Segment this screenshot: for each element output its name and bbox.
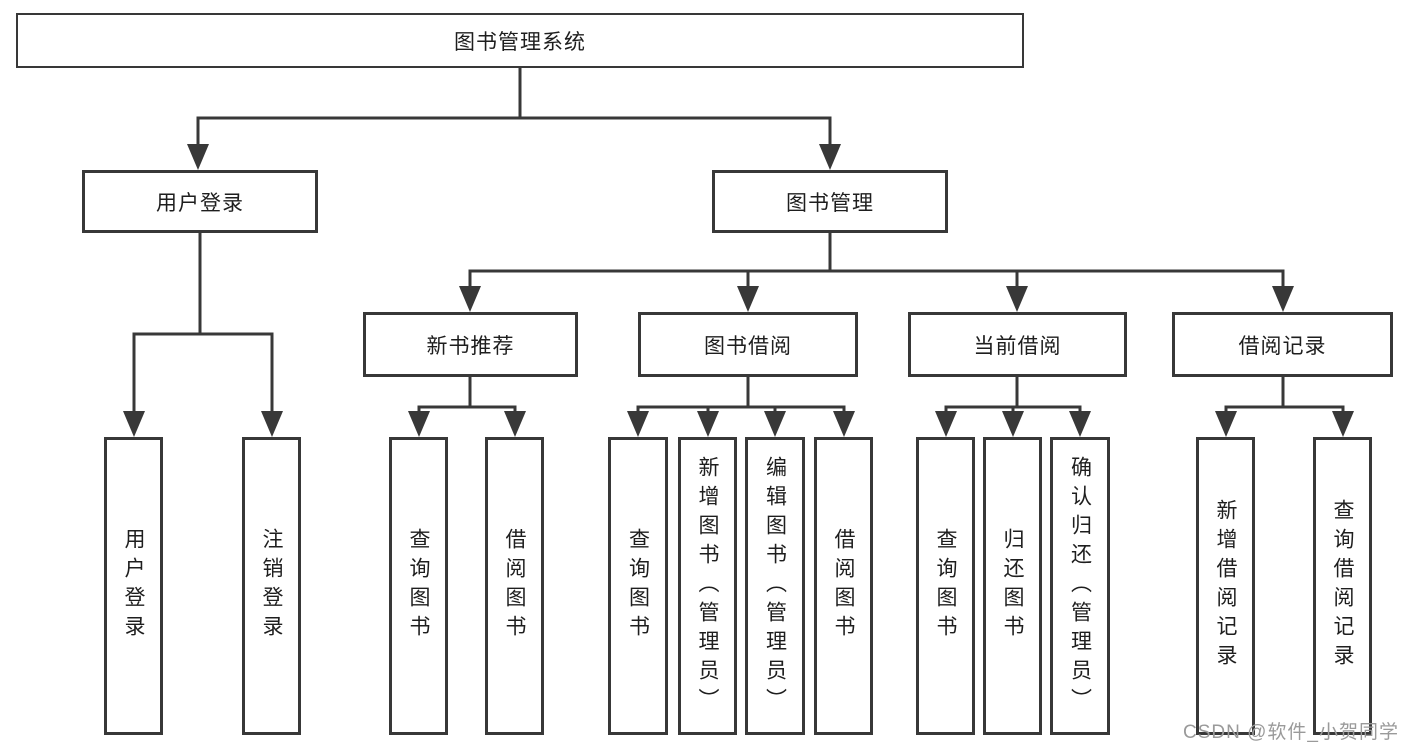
leaf-label: 编辑图书（管理员） — [763, 455, 787, 717]
leaf-label: 查询图书 — [407, 528, 430, 644]
node-book-borrow: 图书借阅 — [638, 312, 858, 377]
leaf-label: 注销登录 — [260, 528, 283, 644]
leaf-edit-book-admin: 编辑图书（管理员） — [745, 437, 805, 735]
leaf-borrow-book-2: 借阅图书 — [814, 437, 873, 735]
connector-current-borrow — [935, 377, 1091, 437]
leaf-label: 查询图书 — [934, 528, 957, 644]
node-label: 图书管理 — [786, 191, 874, 215]
node-label: 当前借阅 — [973, 334, 1062, 358]
leaf-label: 查询图书 — [626, 528, 650, 644]
node-borrow-record: 借阅记录 — [1172, 312, 1393, 377]
csdn-watermark: CSDN @软件_小贺同学 — [1183, 722, 1399, 743]
leaf-return-book: 归还图书 — [983, 437, 1042, 735]
node-user-login: 用户登录 — [82, 170, 318, 233]
leaf-label: 用户登录 — [122, 528, 145, 644]
leaf-query-book-1: 查询图书 — [389, 437, 448, 735]
leaf-label: 新增借阅记录 — [1214, 499, 1237, 673]
node-label: 新书推荐 — [426, 334, 515, 358]
node-book-management: 图书管理 — [712, 170, 948, 233]
leaf-add-borrow-record: 新增借阅记录 — [1196, 437, 1255, 735]
node-label: 借阅记录 — [1238, 334, 1327, 358]
connector-new-book-recommend — [408, 377, 526, 437]
node-label: 图书管理系统 — [454, 30, 586, 54]
leaf-borrow-book-1: 借阅图书 — [485, 437, 544, 735]
leaf-user-login: 用户登录 — [104, 437, 163, 735]
node-label: 用户登录 — [156, 191, 244, 215]
leaf-query-borrow-record: 查询借阅记录 — [1313, 437, 1372, 735]
connector-book-borrow — [627, 377, 855, 437]
node-current-borrow: 当前借阅 — [908, 312, 1127, 377]
node-label: 图书借阅 — [704, 334, 792, 358]
connector-user-login — [123, 233, 283, 437]
leaf-query-book-2: 查询图书 — [608, 437, 668, 735]
leaf-logout: 注销登录 — [242, 437, 301, 735]
leaf-label: 借阅图书 — [832, 528, 855, 644]
leaf-label: 归还图书 — [1001, 528, 1024, 644]
leaf-label: 借阅图书 — [503, 528, 526, 644]
leaf-label: 确认归还（管理员） — [1068, 455, 1092, 717]
connector-borrow-record — [1215, 377, 1354, 437]
leaf-add-book-admin: 新增图书（管理员） — [678, 437, 737, 735]
leaf-label: 查询借阅记录 — [1331, 499, 1354, 673]
leaf-query-book-3: 查询图书 — [916, 437, 975, 735]
leaf-confirm-return-admin: 确认归还（管理员） — [1050, 437, 1110, 735]
connector-book-management — [459, 233, 1294, 312]
connector-root — [187, 68, 841, 170]
node-root: 图书管理系统 — [16, 13, 1024, 68]
leaf-label: 新增图书（管理员） — [696, 455, 719, 717]
node-new-book-recommend: 新书推荐 — [363, 312, 578, 377]
